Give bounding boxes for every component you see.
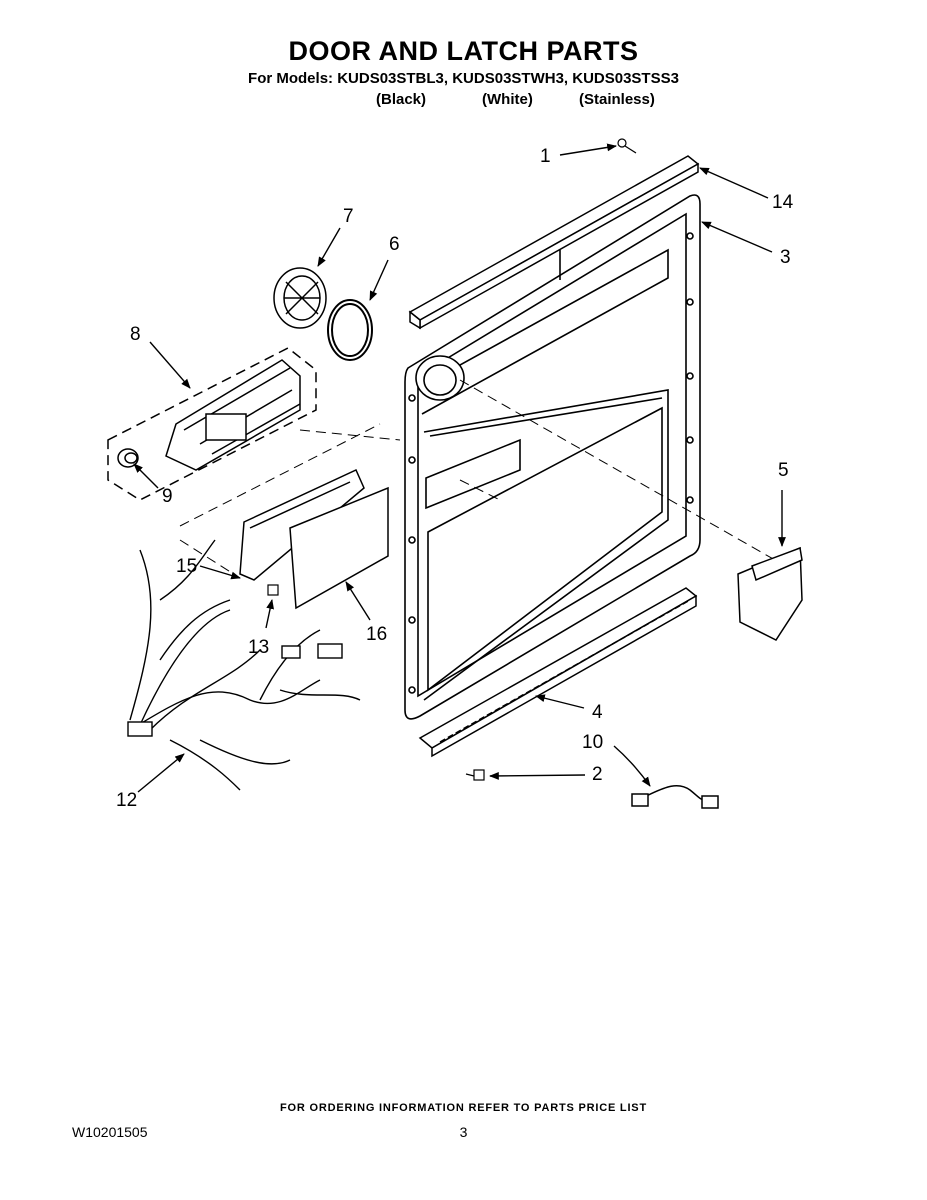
callout-5: 5 [778,460,789,481]
latch-knob [117,448,139,468]
door-vent-opening [415,355,465,401]
vent-gasket [327,299,373,361]
board-screw [267,584,279,596]
alignment-lines [179,379,776,579]
screw-2 [465,769,485,781]
screw-1 [617,138,637,154]
callout-15: 15 [176,556,197,577]
callout-4: 4 [592,702,603,723]
inner-door-panel [404,194,701,720]
callout-8: 8 [130,324,141,345]
wire-connector [631,785,719,809]
callout-9: 9 [162,486,173,507]
document-number: W10201505 [72,1124,148,1140]
latch-assembly [107,347,317,501]
callout-2: 2 [592,764,603,785]
callout-10: 10 [582,732,603,753]
callout-13: 13 [248,637,269,658]
ordering-info: FOR ORDERING INFORMATION REFER TO PARTS … [280,1102,647,1114]
bottom-trim-strip [418,587,698,758]
finish-white: (White) [482,91,533,108]
vent-cover [273,267,327,329]
side-bracket [737,546,803,641]
page-title: DOOR AND LATCH PARTS [288,36,639,66]
finish-black: (Black) [376,91,427,108]
callout-7: 7 [343,206,354,227]
callout-16: 16 [366,624,387,645]
callout-14: 14 [772,192,794,213]
top-trim-strip [408,155,700,330]
model-list: For Models: KUDS03STBL3, KUDS03STWH3, KU… [248,70,679,87]
callout-12: 12 [116,790,137,811]
finish-stainless: (Stainless) [579,91,655,108]
leader-lines [133,143,786,793]
wire-harness [127,539,361,791]
callout-3: 3 [780,247,791,268]
page-number: 3 [459,1124,468,1140]
callout-1: 1 [540,146,551,167]
callout-6: 6 [389,234,400,255]
board-insulator [289,486,389,610]
